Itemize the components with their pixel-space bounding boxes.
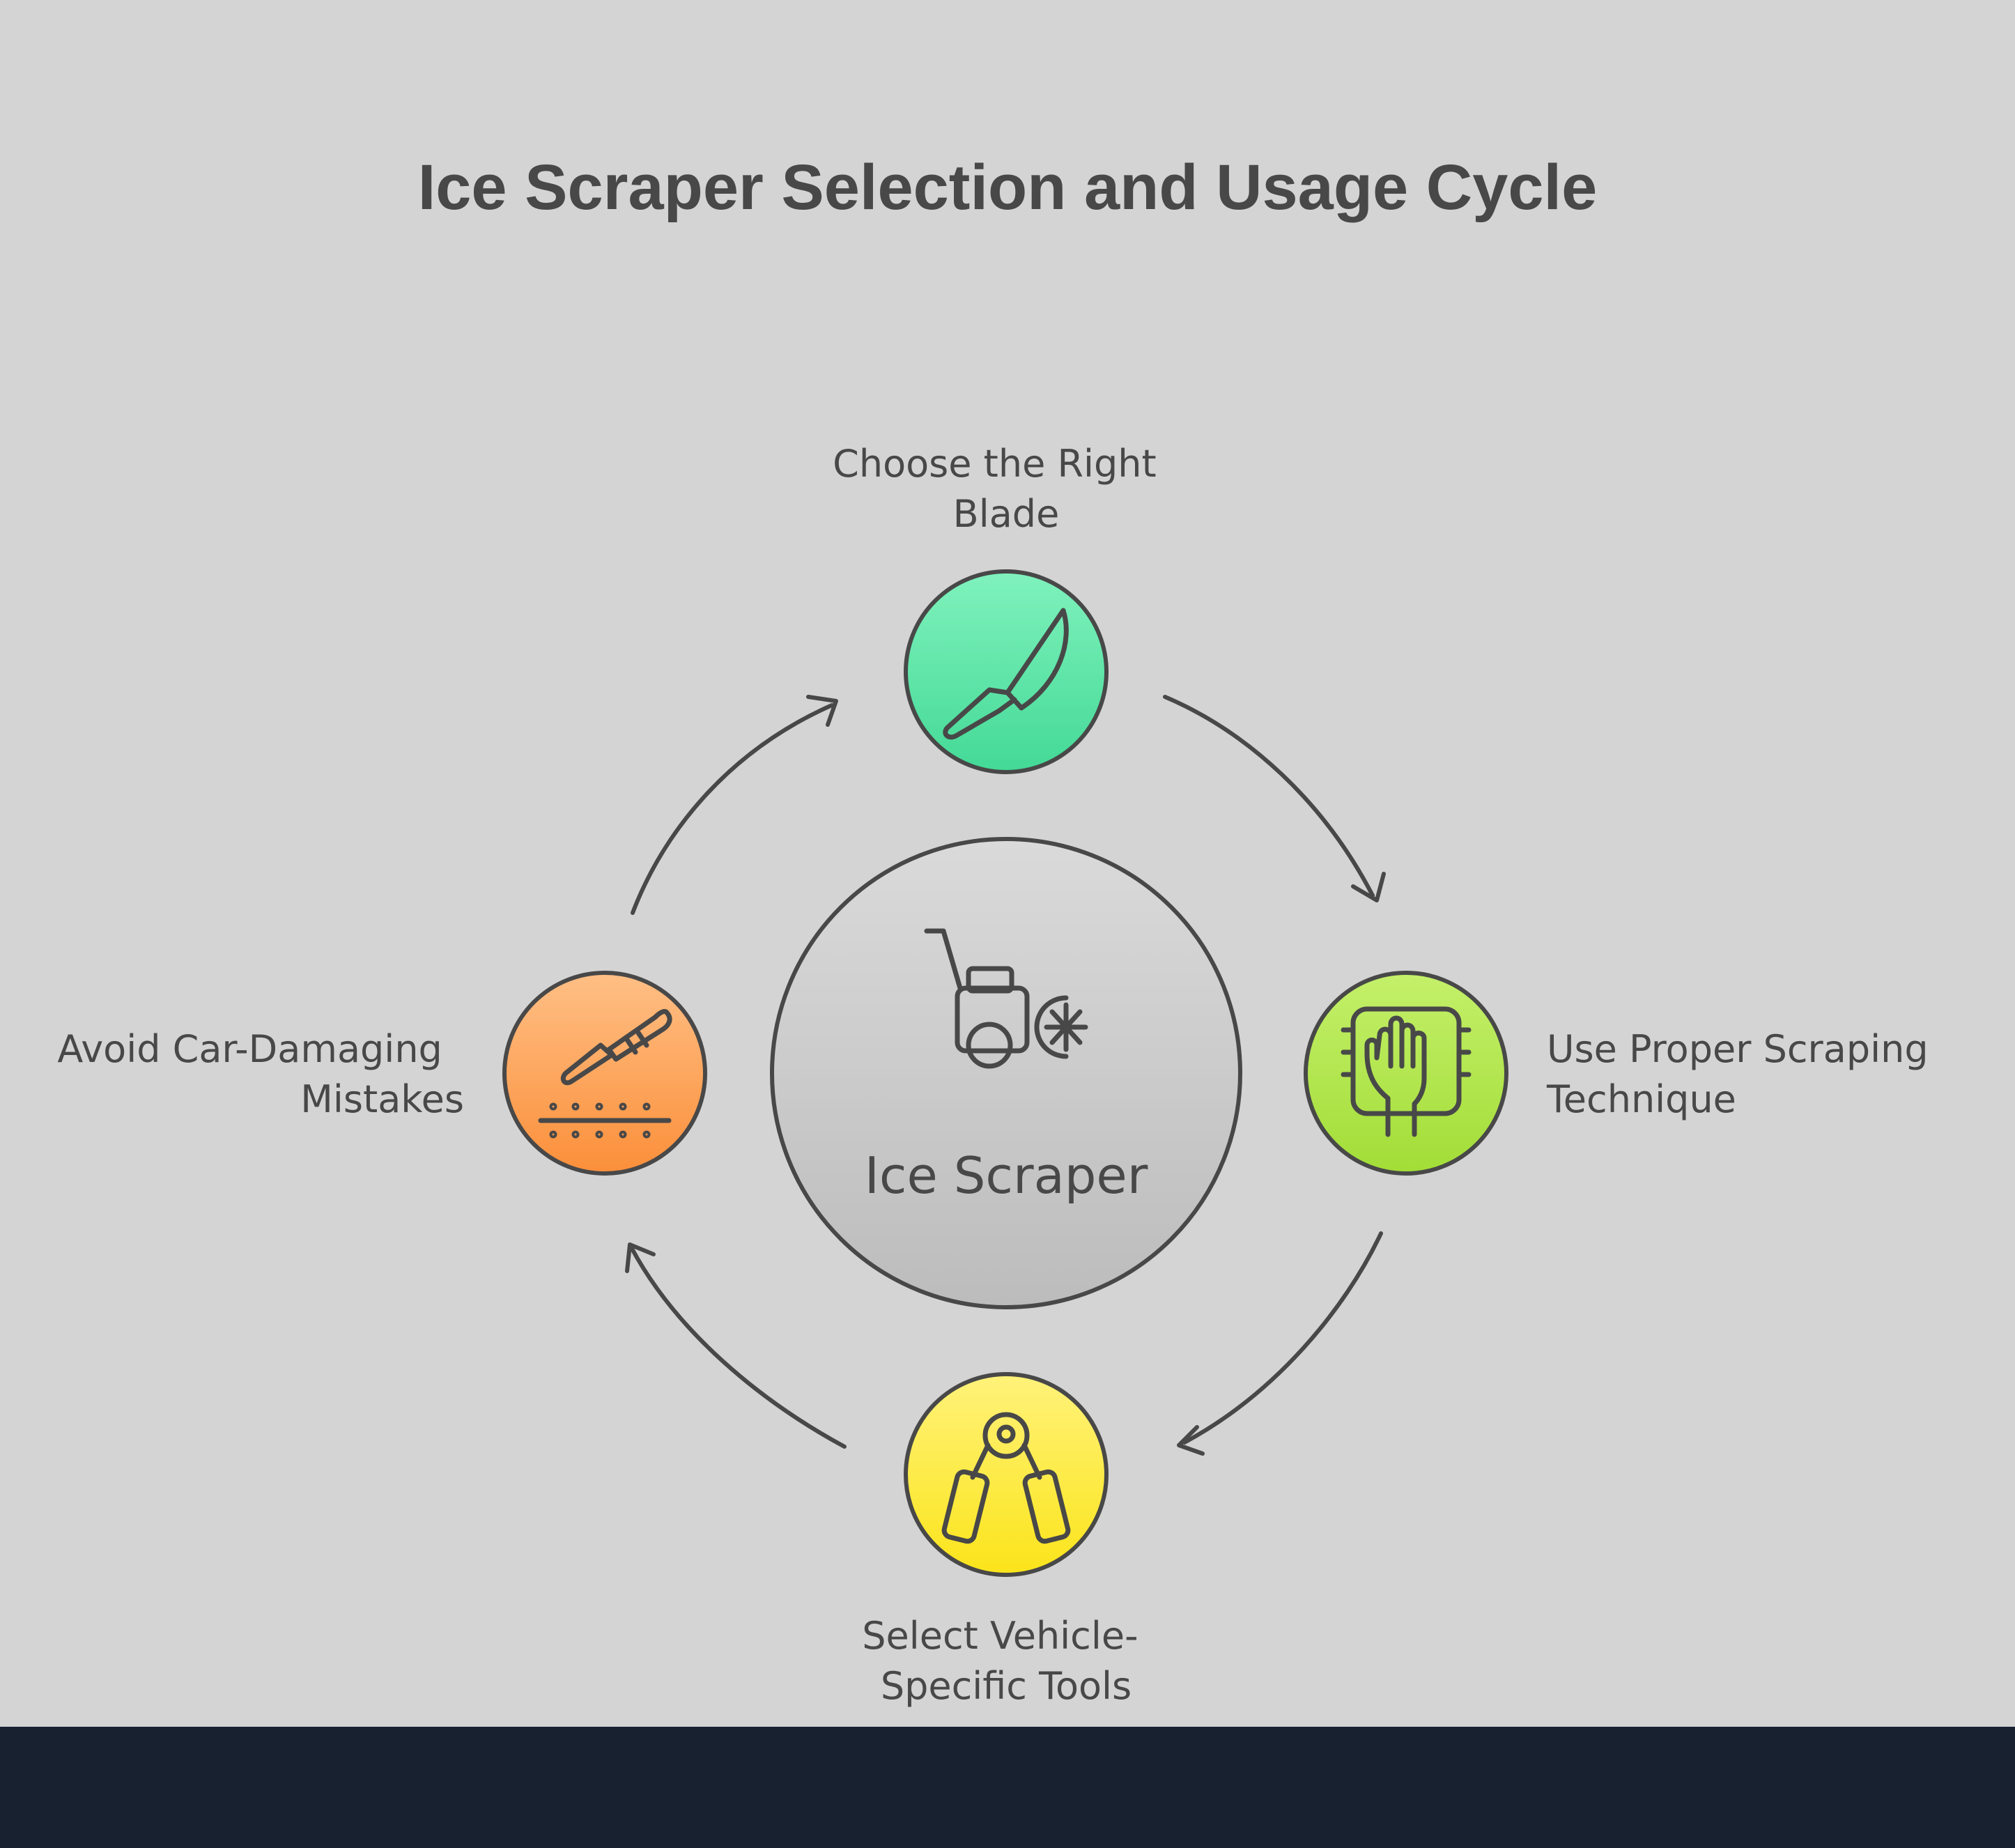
step-label-choose-blade: Choose the Right Blade xyxy=(833,442,1168,536)
center-label: Ice Scraper xyxy=(865,1146,1148,1205)
hand-grip-icon xyxy=(941,1412,1071,1544)
center-hub: Ice Scraper xyxy=(770,837,1242,1309)
snow-blower-icon xyxy=(924,928,1088,1069)
page-title: Ice Scraper Selection and Usage Cycle xyxy=(418,152,1598,223)
step-label-technique: Use Proper Scraping Technique xyxy=(1546,1027,1940,1121)
arrow-top-to-right xyxy=(1163,695,1386,902)
arrow-bottom-to-left xyxy=(625,1242,847,1449)
diagram-canvas: Ice Scraper Selection and Usage Cycle xyxy=(57,152,1940,1708)
scraper-on-surface-icon xyxy=(538,1009,672,1139)
arrow-right-to-bottom xyxy=(1177,1231,1383,1456)
step-label-vehicle-tools: Select Vehicle- Specific Tools xyxy=(862,1614,1150,1708)
arrow-left-to-top xyxy=(631,695,838,915)
step-avoid-mistakes: Avoid Car-Damaging Mistakes xyxy=(57,971,707,1176)
step-choose-blade: Choose the Right Blade xyxy=(833,442,1168,774)
footer-bar xyxy=(0,1727,2015,1848)
step-label-avoid-mistakes: Avoid Car-Damaging Mistakes xyxy=(57,1027,464,1121)
hand-icon xyxy=(1341,1006,1472,1137)
step-technique: Use Proper Scraping Technique xyxy=(1304,971,1940,1176)
knife-icon xyxy=(943,608,1069,740)
step-vehicle-tools: Select Vehicle- Specific Tools xyxy=(862,1372,1150,1708)
cycle-diagram: Ice Scraper Selection and Usage Cycle xyxy=(57,152,1940,1708)
